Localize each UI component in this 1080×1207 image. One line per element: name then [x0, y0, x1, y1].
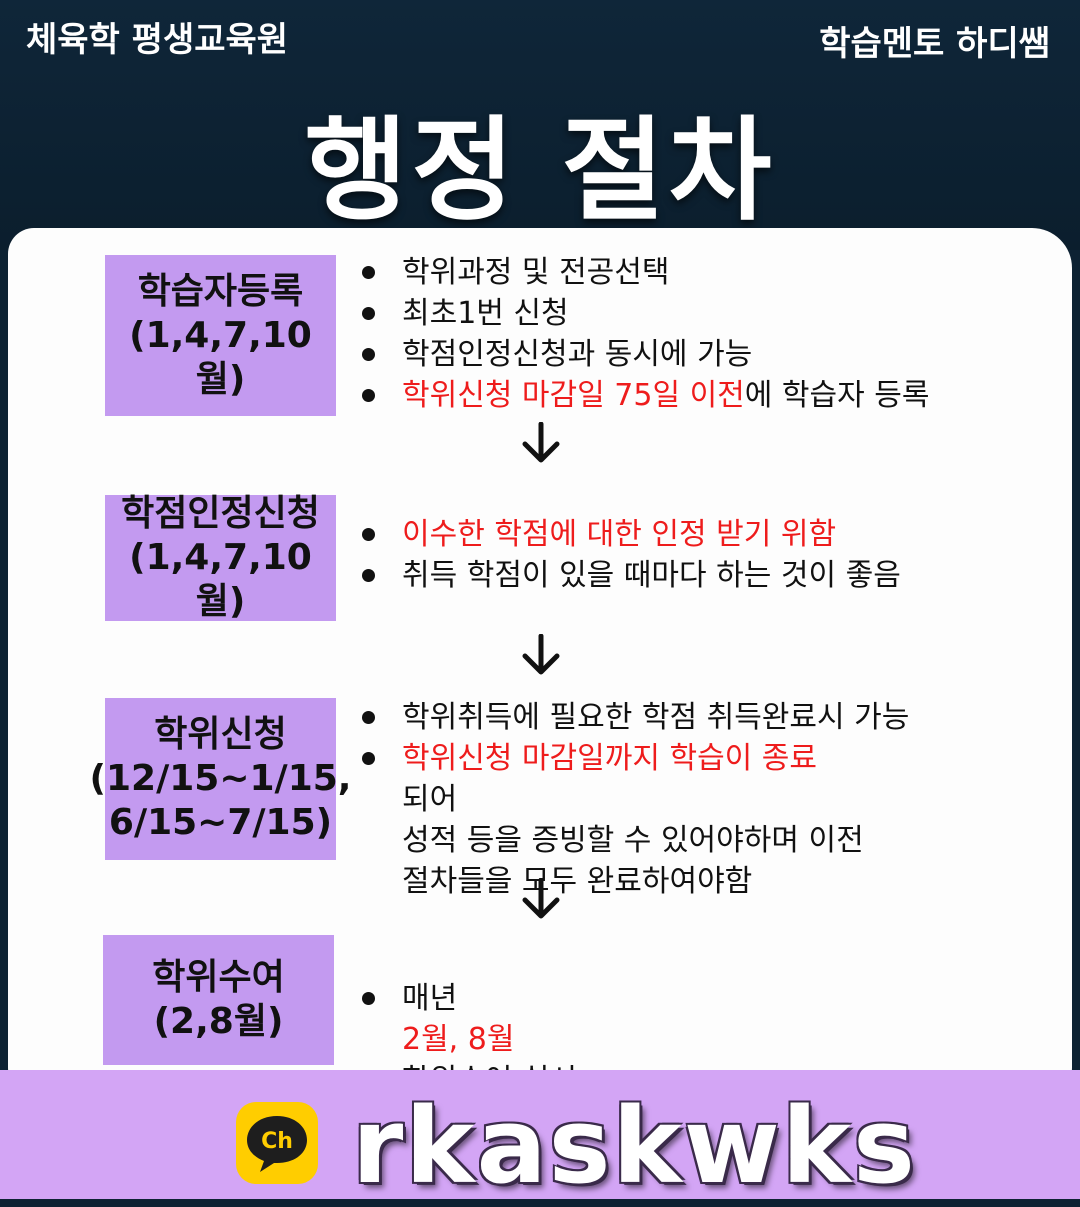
step-period: 6/15~7/15) [108, 802, 333, 843]
list-item: 학점인정신청과 동시에 가능 [358, 334, 1058, 375]
list-item: 이수한 학점에 대한 인정 받기 위함 [358, 514, 1058, 555]
list-item: 학위과정 및 전공선택 [358, 252, 1058, 293]
step-title: 학위신청 [154, 714, 287, 755]
step-title: 학습자등록 [137, 270, 304, 312]
page-title: 행정 절차 [304, 106, 776, 236]
step-box-degree-application: 학위신청 (12/15~1/15, 6/15~7/15) [90, 698, 351, 860]
channel-handle[interactable]: rkaskwks [352, 1085, 917, 1207]
list-item: 취득 학점이 있을 때마다 하는 것이 좋음 [358, 555, 1058, 596]
step-title: 학점인정신청 [121, 493, 320, 534]
step-period: (12/15~1/15, [89, 758, 352, 799]
brand-right: 학습멘토 하디쌤 [819, 24, 1050, 64]
step-box-degree-conferral: 학위수여 (2,8월) [103, 935, 334, 1065]
arrow-down-icon [522, 422, 560, 463]
bullet-list-learner-registration: 학위과정 및 전공선택 최초1번 신청 학점인정신청과 동시에 가능 학위신청 … [358, 252, 1058, 416]
step-period: (1,4,7,10월) [129, 314, 312, 400]
step-period: (1,4,7,10월) [129, 537, 312, 622]
kakao-channel-icon[interactable]: Ch [234, 1100, 320, 1186]
list-item: 최초1번 신청 [358, 293, 1058, 334]
list-item: 학위신청 마감일 75일 이전에 학습자 등록 [358, 375, 1058, 416]
list-item: 학위취득에 필요한 학점 취득완료시 가능 [358, 697, 1058, 738]
bullet-list-credit-recognition: 이수한 학점에 대한 인정 받기 위함 취득 학점이 있을 때마다 하는 것이 … [358, 514, 1058, 596]
footer [0, 1070, 1080, 1199]
brand-left: 체육학 평생교육원 [26, 20, 289, 60]
step-title: 학위수여 [152, 957, 285, 998]
arrow-down-icon [522, 634, 560, 675]
step-box-credit-recognition: 학점인정신청 (1,4,7,10월) [105, 493, 336, 622]
kakao-channel-label: Ch [261, 1129, 293, 1154]
header: 체육학 평생교육원 학습멘토 하디쌤 행정 절차 [0, 0, 1080, 250]
step-box-learner-registration: 학습자등록 (1,4,7,10월) [105, 255, 336, 416]
arrow-down-icon [522, 878, 560, 919]
step-period: (2,8월) [153, 1001, 284, 1042]
